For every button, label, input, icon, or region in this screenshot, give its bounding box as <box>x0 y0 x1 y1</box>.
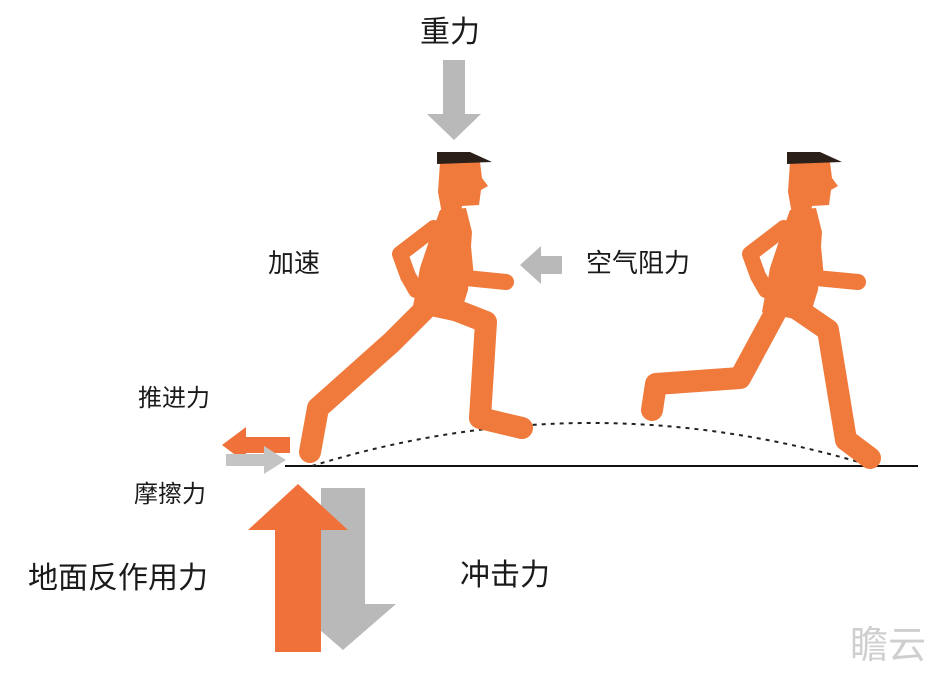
ground-reaction-arrow <box>248 484 348 652</box>
cap-icon <box>787 152 842 164</box>
label-gravity: 重力 <box>420 15 480 50</box>
label-propulsion: 推进力 <box>138 384 210 412</box>
air-resistance-arrow <box>520 246 562 284</box>
label-impact: 冲击力 <box>460 558 550 593</box>
gravity-arrow <box>427 60 481 140</box>
watermark: 瞻云 <box>849 623 926 667</box>
cap-icon <box>437 152 492 164</box>
runner-right <box>641 152 881 469</box>
label-ground-reaction: 地面反作用力 <box>28 561 208 596</box>
label-acceleration: 加速 <box>268 249 321 279</box>
label-friction: 摩擦力 <box>134 480 206 508</box>
label-air-resistance: 空气阻力 <box>586 249 691 279</box>
runner-left <box>299 152 533 463</box>
friction-arrow <box>226 446 286 474</box>
stride-trajectory <box>311 422 873 467</box>
